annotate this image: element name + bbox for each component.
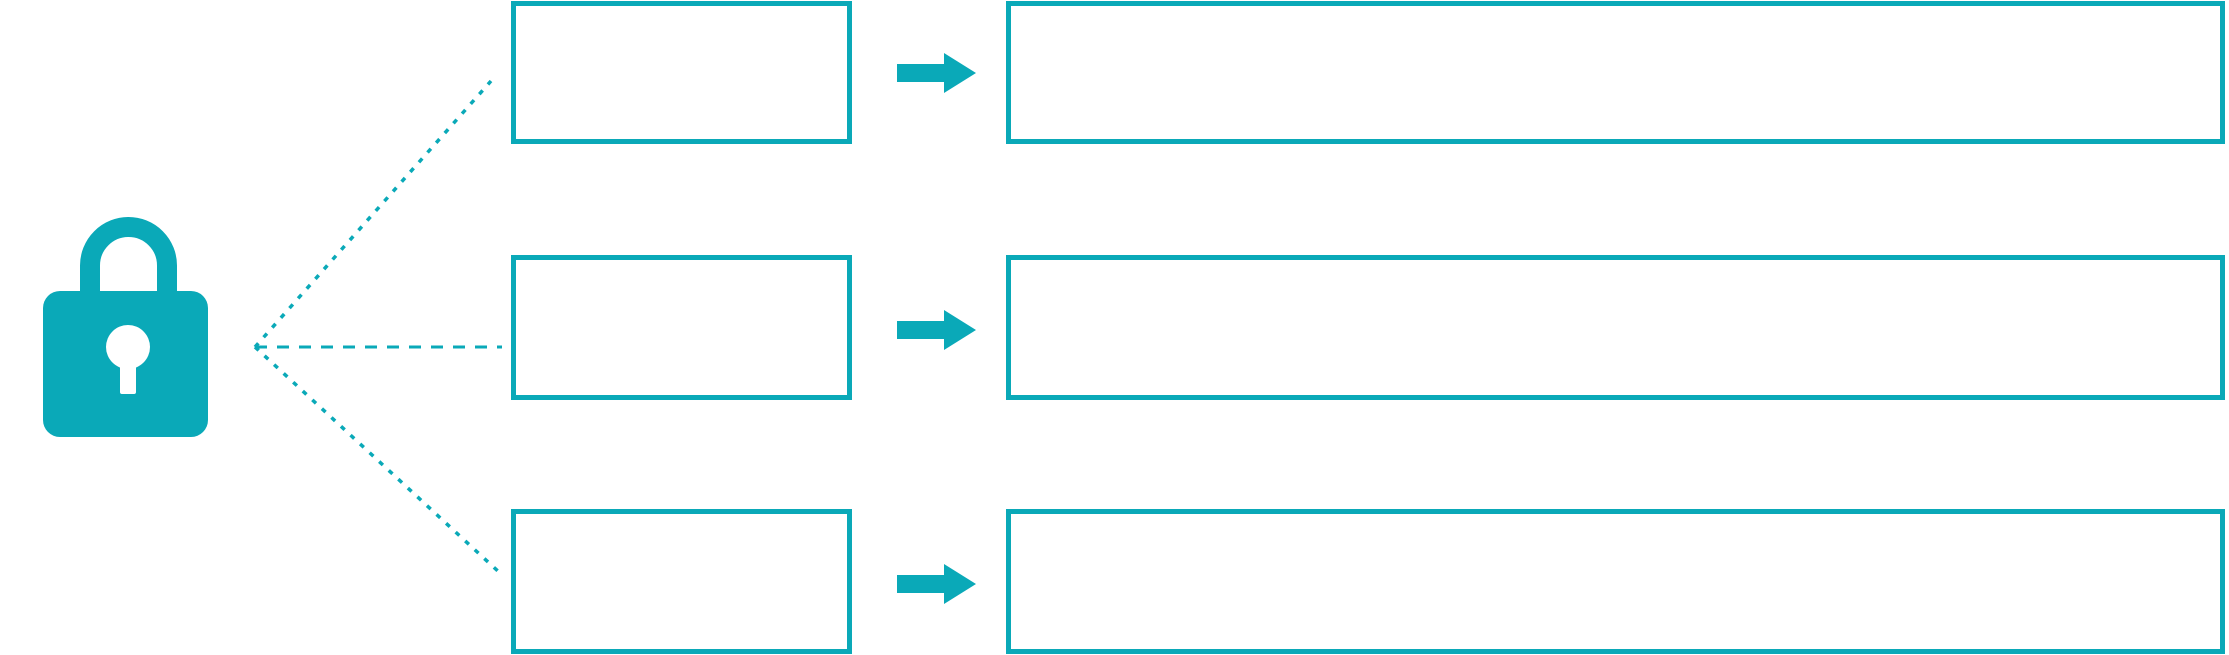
target-box-2 — [1006, 255, 2225, 400]
lock-icon — [43, 217, 208, 437]
source-box-3 — [511, 509, 852, 654]
lock-shackle — [80, 217, 177, 296]
arrow-right-icon — [897, 53, 976, 93]
lock-keyhole-circle — [106, 325, 150, 369]
target-box-1 — [1006, 1, 2225, 144]
source-box-2 — [511, 255, 852, 400]
arrow-right-icon — [897, 310, 976, 350]
source-box-1 — [511, 1, 852, 144]
connector-line-top — [253, 79, 493, 349]
target-box-3 — [1006, 509, 2225, 654]
arrow-right-icon — [897, 564, 976, 604]
lock-keyhole-stem — [120, 356, 136, 394]
connector-line-bottom — [253, 345, 502, 575]
